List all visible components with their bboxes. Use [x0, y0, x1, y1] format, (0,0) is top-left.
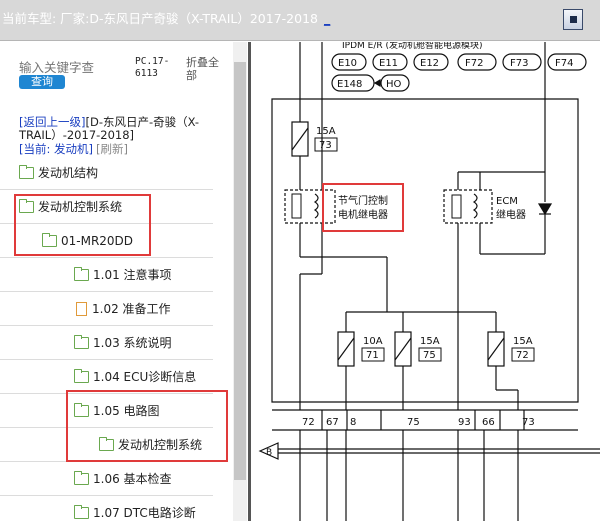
parent-name: [D-东风日产-奇骏（X-TRAIL）-2017-2018] [19, 115, 200, 142]
svg-text:8: 8 [350, 417, 356, 428]
square-icon [570, 16, 577, 23]
folder-icon [74, 504, 89, 519]
svg-text:E148: E148 [337, 79, 362, 90]
scrollbar-thumb[interactable] [234, 62, 246, 480]
svg-text:15A: 15A [316, 126, 336, 137]
title-link[interactable]: _ [324, 11, 331, 26]
tree-item-wiring-diagram[interactable]: 1.05 电路图 [0, 394, 213, 428]
collapse-all-button[interactable]: 折叠全部 [186, 56, 219, 82]
connector-e11 [372, 53, 408, 71]
connector-ho [380, 74, 410, 92]
svg-text:73: 73 [522, 417, 535, 428]
breadcrumb: [返回上一级][D-东风日产-奇骏（X-TRAIL）-2017-2018] [19, 116, 229, 142]
svg-text:75: 75 [407, 417, 420, 428]
tree-item-mr20dd[interactable]: 01-MR20DD [0, 224, 213, 258]
svg-text:ECM: ECM [496, 196, 518, 207]
connector-e12 [413, 53, 449, 71]
title-bar: 当前车型: 厂家:D-东风日产奇骏（X-TRAIL）2017-2018_ [0, 0, 600, 41]
svg-text:F73: F73 [510, 58, 528, 69]
connector-e10 [331, 53, 367, 71]
folder-icon [74, 334, 89, 349]
relay-throttle-box [284, 189, 336, 224]
folder-icon [74, 402, 89, 417]
folder-icon [74, 266, 89, 281]
sidebar-scrollbar[interactable] [233, 42, 247, 521]
pc-code: PC.17-6113 [135, 56, 170, 79]
search-input[interactable] [19, 58, 127, 76]
folder-icon [74, 368, 89, 383]
svg-text:66: 66 [482, 417, 495, 428]
relay-coil-icon [313, 193, 319, 219]
current-label: [当前: 发动机] [19, 142, 94, 156]
svg-text:电机继电器: 电机继电器 [338, 208, 388, 221]
document-icon [76, 301, 87, 316]
svg-text:15A: 15A [420, 336, 440, 347]
wiring-diagram: IPDM E/R (发动机舱智能电源模块) E10 E11 E12 F72 F7… [252, 39, 600, 521]
svg-text:节气门控制: 节气门控制 [338, 194, 388, 207]
folder-icon [74, 470, 89, 485]
folder-icon [42, 232, 57, 247]
tree-item-engine-control[interactable]: 发动机控制系统 [0, 190, 213, 224]
highlight-box-engine-control [14, 194, 151, 256]
svg-text:67: 67 [326, 417, 339, 428]
bus-b-arrow [258, 442, 279, 460]
module-title-partial: IPDM E/R (发动机舱智能电源模块) [342, 42, 483, 51]
toggle-panel-button[interactable] [563, 9, 583, 30]
relay-contact [291, 193, 302, 219]
diode-icon [537, 203, 553, 216]
highlight-box-throttle-relay [322, 183, 404, 232]
panel-divider[interactable] [248, 42, 251, 521]
svg-text:F74: F74 [555, 58, 573, 69]
connector-f74 [547, 53, 587, 71]
highlight-box-wiring-diagram [66, 390, 228, 462]
svg-text:E10: E10 [338, 58, 357, 69]
svg-text:B: B [266, 448, 272, 458]
arrow-icon [373, 78, 381, 88]
back-link[interactable]: [返回上一级] [19, 115, 86, 129]
svg-text:HO: HO [386, 79, 402, 90]
svg-text:93: 93 [458, 417, 471, 428]
tree-item-preparation[interactable]: 1.02 准备工作 [0, 292, 213, 326]
relay-ecm-box [443, 189, 493, 224]
connector-f72 [457, 53, 497, 71]
tree-item-system-description[interactable]: 1.03 系统说明 [0, 326, 213, 360]
current-location: [当前: 发动机][刷新] [19, 141, 128, 157]
search-button[interactable]: 查询 [19, 75, 65, 89]
tree-item-ecu-diagnosis[interactable]: 1.04 ECU诊断信息 [0, 360, 213, 394]
tree-item-basic-inspection[interactable]: 1.06 基本检查 [0, 462, 213, 496]
svg-text:15A: 15A [513, 336, 533, 347]
svg-text:10A: 10A [363, 336, 383, 347]
svg-text:75: 75 [423, 350, 436, 361]
vehicle-title: 当前车型: 厂家:D-东风日产奇骏（X-TRAIL）2017-2018_ [2, 11, 331, 26]
svg-text:继电器: 继电器 [496, 208, 526, 221]
sidebar: 查询 PC.17-6113 折叠全部 [返回上一级][D-东风日产-奇骏（X-T… [0, 42, 233, 521]
svg-text:71: 71 [366, 350, 379, 361]
tree-item-engine-structure[interactable]: 发动机结构 [0, 156, 213, 190]
folder-icon [99, 436, 114, 451]
svg-text:73: 73 [319, 140, 332, 151]
tree-item-dtc-diagnosis[interactable]: 1.07 DTC电路诊断 [0, 496, 213, 521]
svg-text:E11: E11 [379, 58, 398, 69]
svg-text:F72: F72 [465, 58, 483, 69]
wiring-diagram-svg: IPDM E/R (发动机舱智能电源模块) E10 E11 E12 F72 F7… [258, 39, 600, 521]
svg-text:E12: E12 [420, 58, 439, 69]
svg-text:72: 72 [302, 417, 315, 428]
ipdm-outline [271, 98, 579, 403]
folder-icon [19, 198, 34, 213]
svg-text:72: 72 [516, 350, 529, 361]
tree-item-precautions[interactable]: 1.01 注意事项 [0, 258, 213, 292]
refresh-button[interactable]: [刷新] [96, 142, 128, 156]
connector-f73 [502, 53, 542, 71]
folder-icon [19, 164, 34, 179]
